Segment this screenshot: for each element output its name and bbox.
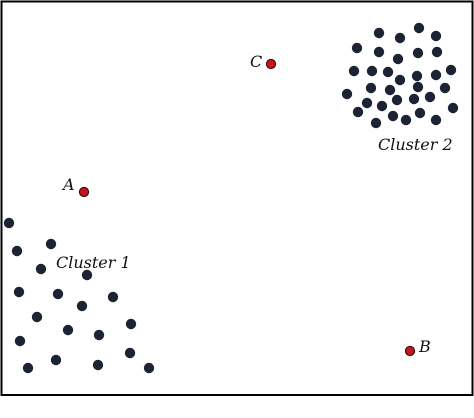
cluster-1-point	[125, 318, 137, 330]
cluster-2-point	[387, 110, 399, 122]
cluster-2-point	[412, 47, 424, 59]
cluster-2-point	[373, 46, 385, 58]
cluster-2-point	[447, 102, 459, 114]
cluster-1-point	[22, 362, 34, 374]
cluster-2-point	[366, 65, 378, 77]
cluster-1-point	[35, 263, 47, 275]
cluster-2-point	[414, 107, 426, 119]
cluster-2-point	[352, 106, 364, 118]
cluster-2-point	[424, 91, 436, 103]
cluster-1-points	[3, 217, 155, 374]
cluster-1-point	[92, 359, 104, 371]
cluster-1-point	[3, 217, 15, 229]
cluster-2-point	[430, 69, 442, 81]
point-a-label: A	[61, 175, 75, 194]
cluster-1-point	[81, 269, 93, 281]
cluster-2-point	[348, 65, 360, 77]
cluster-2-point	[370, 117, 382, 129]
diagram-frame	[0, 0, 474, 396]
cluster-2-point	[445, 64, 457, 76]
cluster-1-label: Cluster 1	[56, 253, 131, 272]
outlier-point-c	[265, 58, 277, 70]
cluster-2-point	[373, 27, 385, 39]
cluster-2-point	[382, 66, 394, 78]
cluster-2-point	[394, 32, 406, 44]
cluster-2-points	[341, 22, 459, 129]
cluster-2-point	[394, 74, 406, 86]
cluster-2-point	[376, 100, 388, 112]
cluster-1-point	[143, 362, 155, 374]
point-b-label: B	[418, 337, 431, 356]
cluster-1-point	[76, 300, 88, 312]
cluster-1-point	[31, 311, 43, 323]
cluster-1-point	[14, 335, 26, 347]
cluster-2-point	[411, 70, 423, 82]
cluster-1-point	[13, 286, 25, 298]
cluster-1-point	[52, 288, 64, 300]
cluster-2-point	[341, 88, 353, 100]
cluster-2-point	[413, 22, 425, 34]
cluster-2-point	[400, 114, 412, 126]
cluster-2-point	[430, 30, 442, 42]
cluster-1-point	[107, 291, 119, 303]
cluster-2-point	[431, 46, 443, 58]
cluster-2-point	[439, 82, 451, 94]
cluster-1-point	[11, 245, 23, 257]
outlier-point-a	[78, 186, 90, 198]
cluster-2-point	[391, 94, 403, 106]
cluster-1-point	[50, 354, 62, 366]
cluster-1-point	[124, 347, 136, 359]
cluster-2-point	[430, 114, 442, 126]
point-c-label: C	[250, 52, 262, 71]
cluster-2-point	[351, 42, 363, 54]
cluster-2-point	[384, 84, 396, 96]
cluster-2-point	[408, 93, 420, 105]
cluster-2-point	[392, 53, 404, 65]
outlier-point-b	[404, 345, 416, 357]
cluster-1-point	[93, 329, 105, 341]
outlier-points	[78, 58, 416, 357]
cluster-2-point	[412, 81, 424, 93]
cluster-1-point	[45, 238, 57, 250]
cluster-2-label: Cluster 2	[378, 135, 453, 154]
cluster-2-point	[361, 97, 373, 109]
cluster-2-point	[365, 82, 377, 94]
cluster-1-point	[62, 324, 74, 336]
